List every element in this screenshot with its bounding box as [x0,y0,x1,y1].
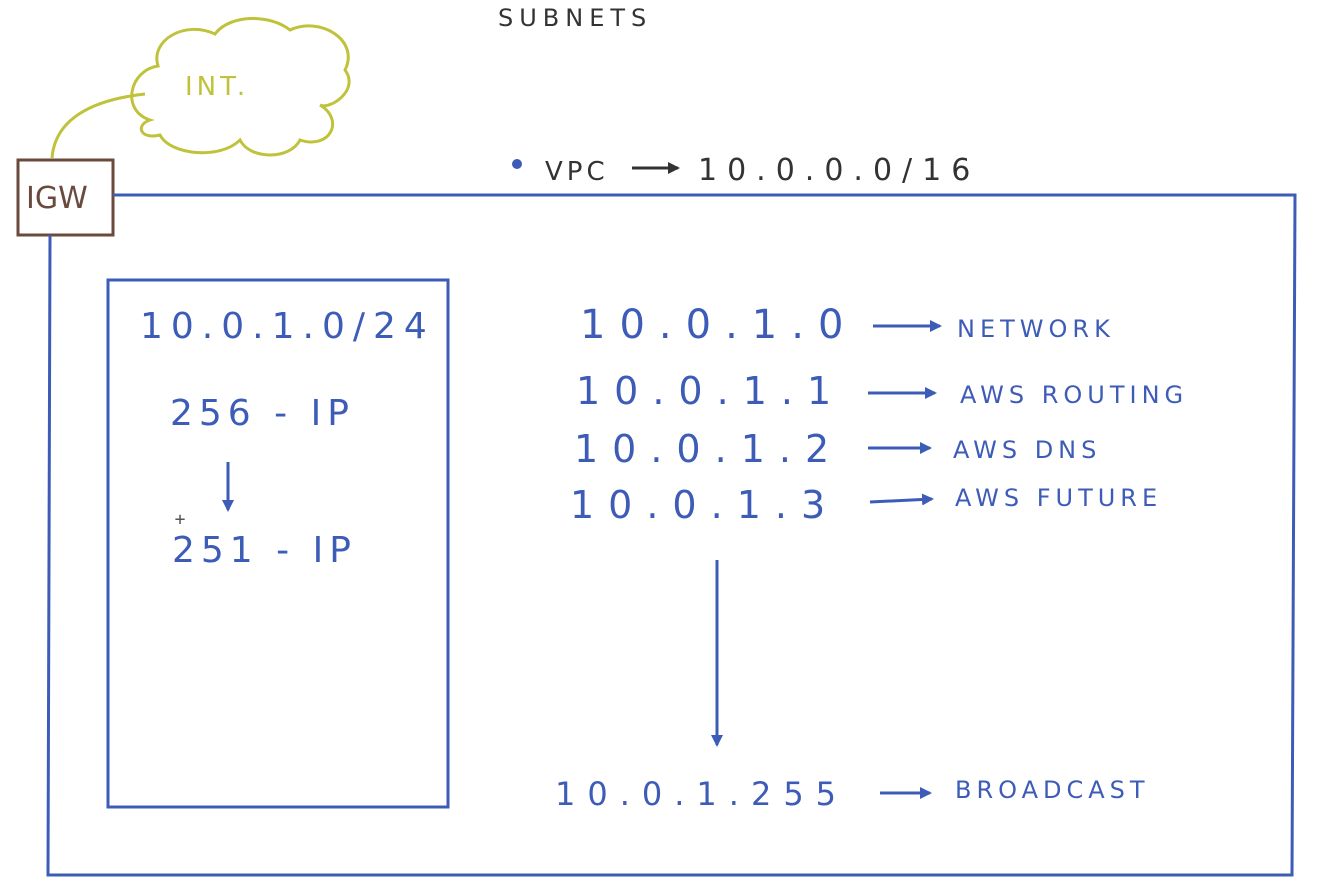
internet-label: INT. [185,72,249,102]
internet-cloud [130,17,351,157]
reserved-purpose-1: AWS ROUTING [960,381,1188,409]
reserved-ip-0: 10.0.1.0 [580,302,857,348]
vpc-boundary [46,193,1297,877]
vpc-bullet [512,159,522,169]
vpc-label: VPC [545,157,609,187]
subnet-cidr: 10.0.1.0/24 [140,306,435,347]
reserved-arrow-3 [869,493,934,506]
igw-box [16,158,115,237]
reserved-ip-2: 10.0.1.2 [574,427,843,471]
subnet-usable-ips: 251 - IP [172,530,357,571]
igw-label: IGW [26,181,88,216]
subnet-total-ips: 256 - IP [170,393,355,434]
reserved-ip-3: 10.0.1.3 [570,483,839,527]
broadcast-ip: 10.0.1.255 [555,775,848,813]
diagram-title: SUBNETS [498,4,652,32]
internet-connection-line [50,92,146,159]
reserved-purpose-0: NETWORK [957,315,1115,343]
subnet-box [106,278,450,809]
reserved-purpose-3: AWS FUTURE [955,484,1162,512]
broadcast-purpose: BROADCAST [955,776,1150,804]
reserved-ip-1: 10.0.1.1 [576,369,845,413]
reserved-purpose-2: AWS DNS [953,436,1101,464]
reserved-ip-list: 10.0.1.0 NETWORK 10.0.1.1 AWS ROUTING 10… [570,302,1188,527]
crosshair-cursor-icon: + [174,509,186,530]
vpc-cidr: 10.0.0.0/16 [698,153,980,188]
